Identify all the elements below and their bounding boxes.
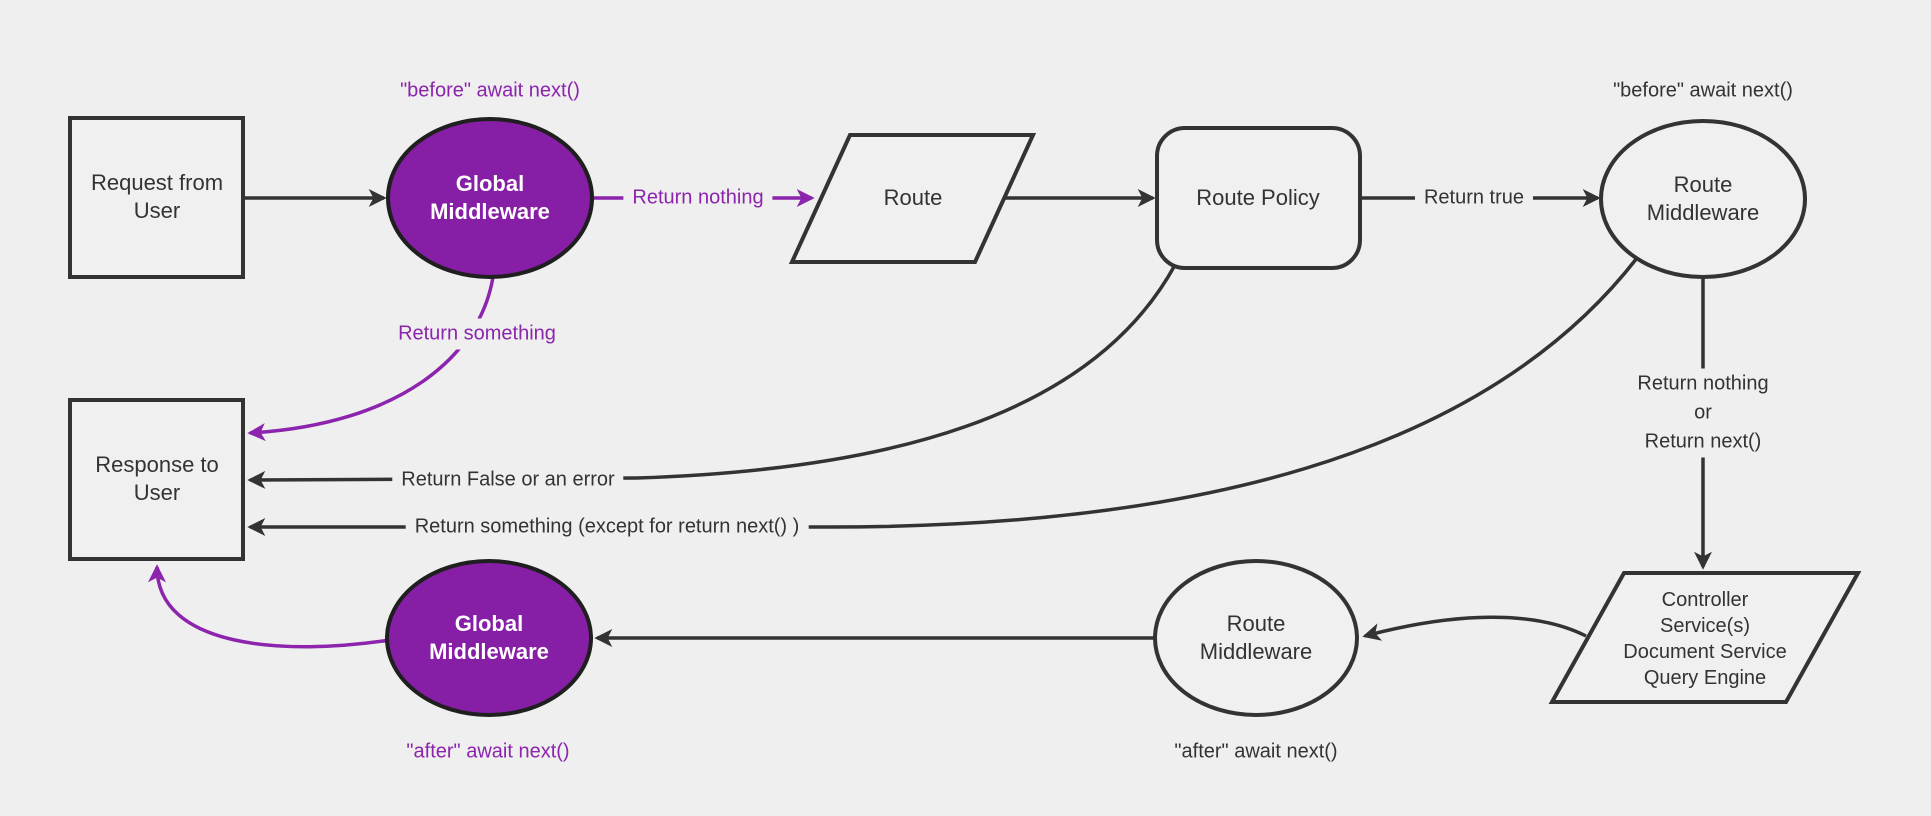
return-false-or-error-edge-label: Return False or an error (392, 464, 624, 496)
edge-route-policy-to-response (247, 264, 1177, 489)
request-node-label: Request from User (90, 169, 224, 223)
route-policy-label: Route Policy (1196, 184, 1320, 210)
after-await-next-bottom-right-label: "after" await next() (1174, 740, 1338, 763)
edge-global-middleware-return-something-to-response (247, 276, 495, 442)
response-node-label: Response to User (95, 451, 219, 505)
return-nothing-edge-label: Return nothing (623, 182, 773, 214)
global-middleware-bottom-node (385, 559, 593, 717)
edge-controller-to-route-middleware-bottom (1362, 615, 1587, 641)
route-middleware-top-node (1599, 119, 1807, 279)
return-something-except-edge-label: Return something (except for return next… (405, 511, 809, 543)
before-await-next-top-left-label: "before" await next() (400, 79, 580, 102)
route-middleware-top-label: Route Middleware (1646, 171, 1760, 225)
edge-global-middleware-bottom-to-response (148, 564, 391, 649)
return-true-edge-label: Return true (1414, 182, 1534, 214)
controller-node-label: Controller Service(s) Document Service Q… (1623, 589, 1787, 689)
after-await-next-bottom-left-label: "after" await next() (406, 740, 570, 763)
route-middleware-bottom-label: Route Middleware (1199, 610, 1313, 664)
route-node (788, 133, 1037, 264)
route-policy-node (1155, 126, 1362, 270)
global-middleware-top-label: Global Middleware (430, 170, 550, 224)
global-middleware-top-node (386, 117, 594, 279)
before-await-next-top-right-label: "before" await next() (1613, 79, 1793, 102)
return-something-edge-label: Return something (389, 318, 565, 350)
request-node (68, 116, 245, 279)
route-middleware-bottom-node (1153, 559, 1359, 717)
controller-node (1548, 571, 1862, 704)
route-node-label: Route (883, 184, 943, 210)
edge-route-middleware-to-response (247, 256, 1639, 536)
return-nothing-or-next-edge-label: Return nothing or Return next() (1628, 368, 1778, 458)
global-middleware-bottom-label: Global Middleware (429, 610, 549, 664)
response-node (68, 398, 245, 561)
